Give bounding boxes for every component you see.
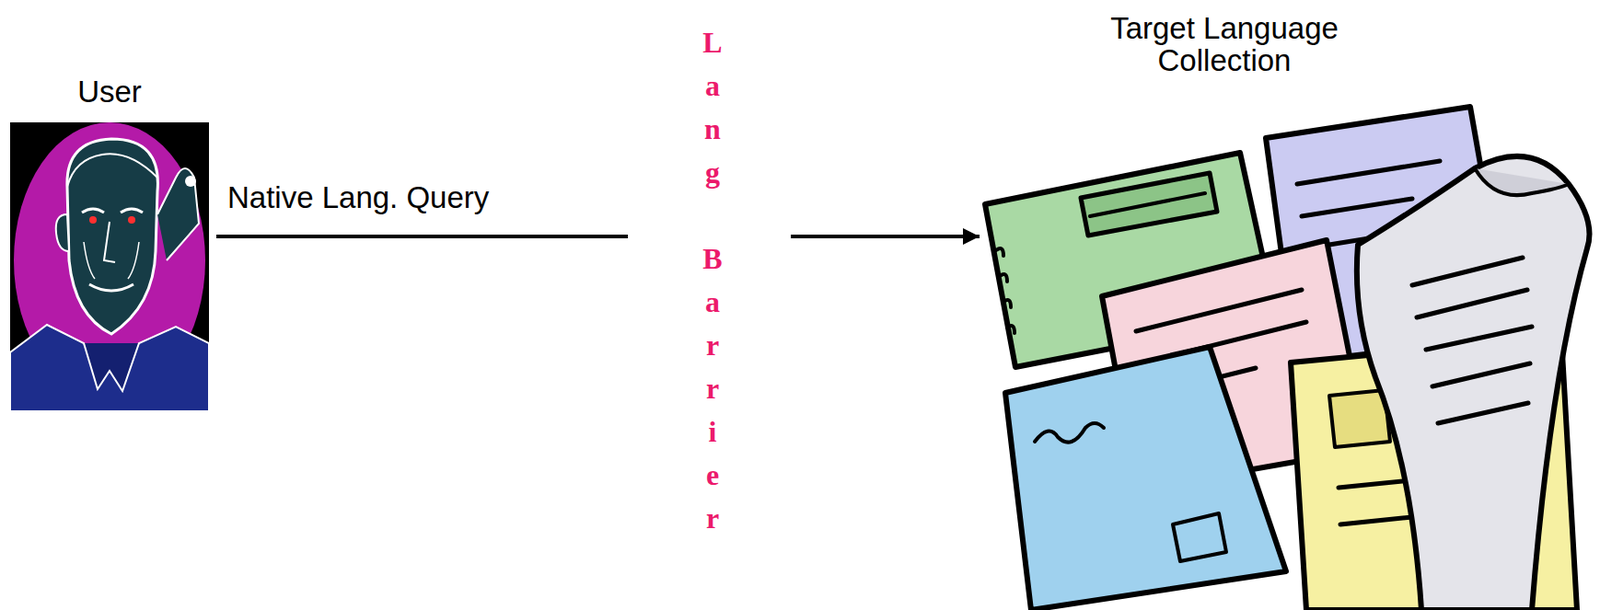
user-portrait — [10, 122, 209, 412]
query-arrow — [216, 234, 980, 239]
document-pile — [979, 9, 1600, 610]
node-label: User — [10, 75, 209, 108]
edge-label: Native Lang. Query — [227, 181, 489, 215]
node-label: Target Language Collection — [1086, 11, 1363, 77]
barrier-label: Lang Barrier — [695, 25, 730, 545]
document-collection: Target Language Collection — [979, 9, 1600, 610]
user-figure: User — [10, 75, 209, 412]
